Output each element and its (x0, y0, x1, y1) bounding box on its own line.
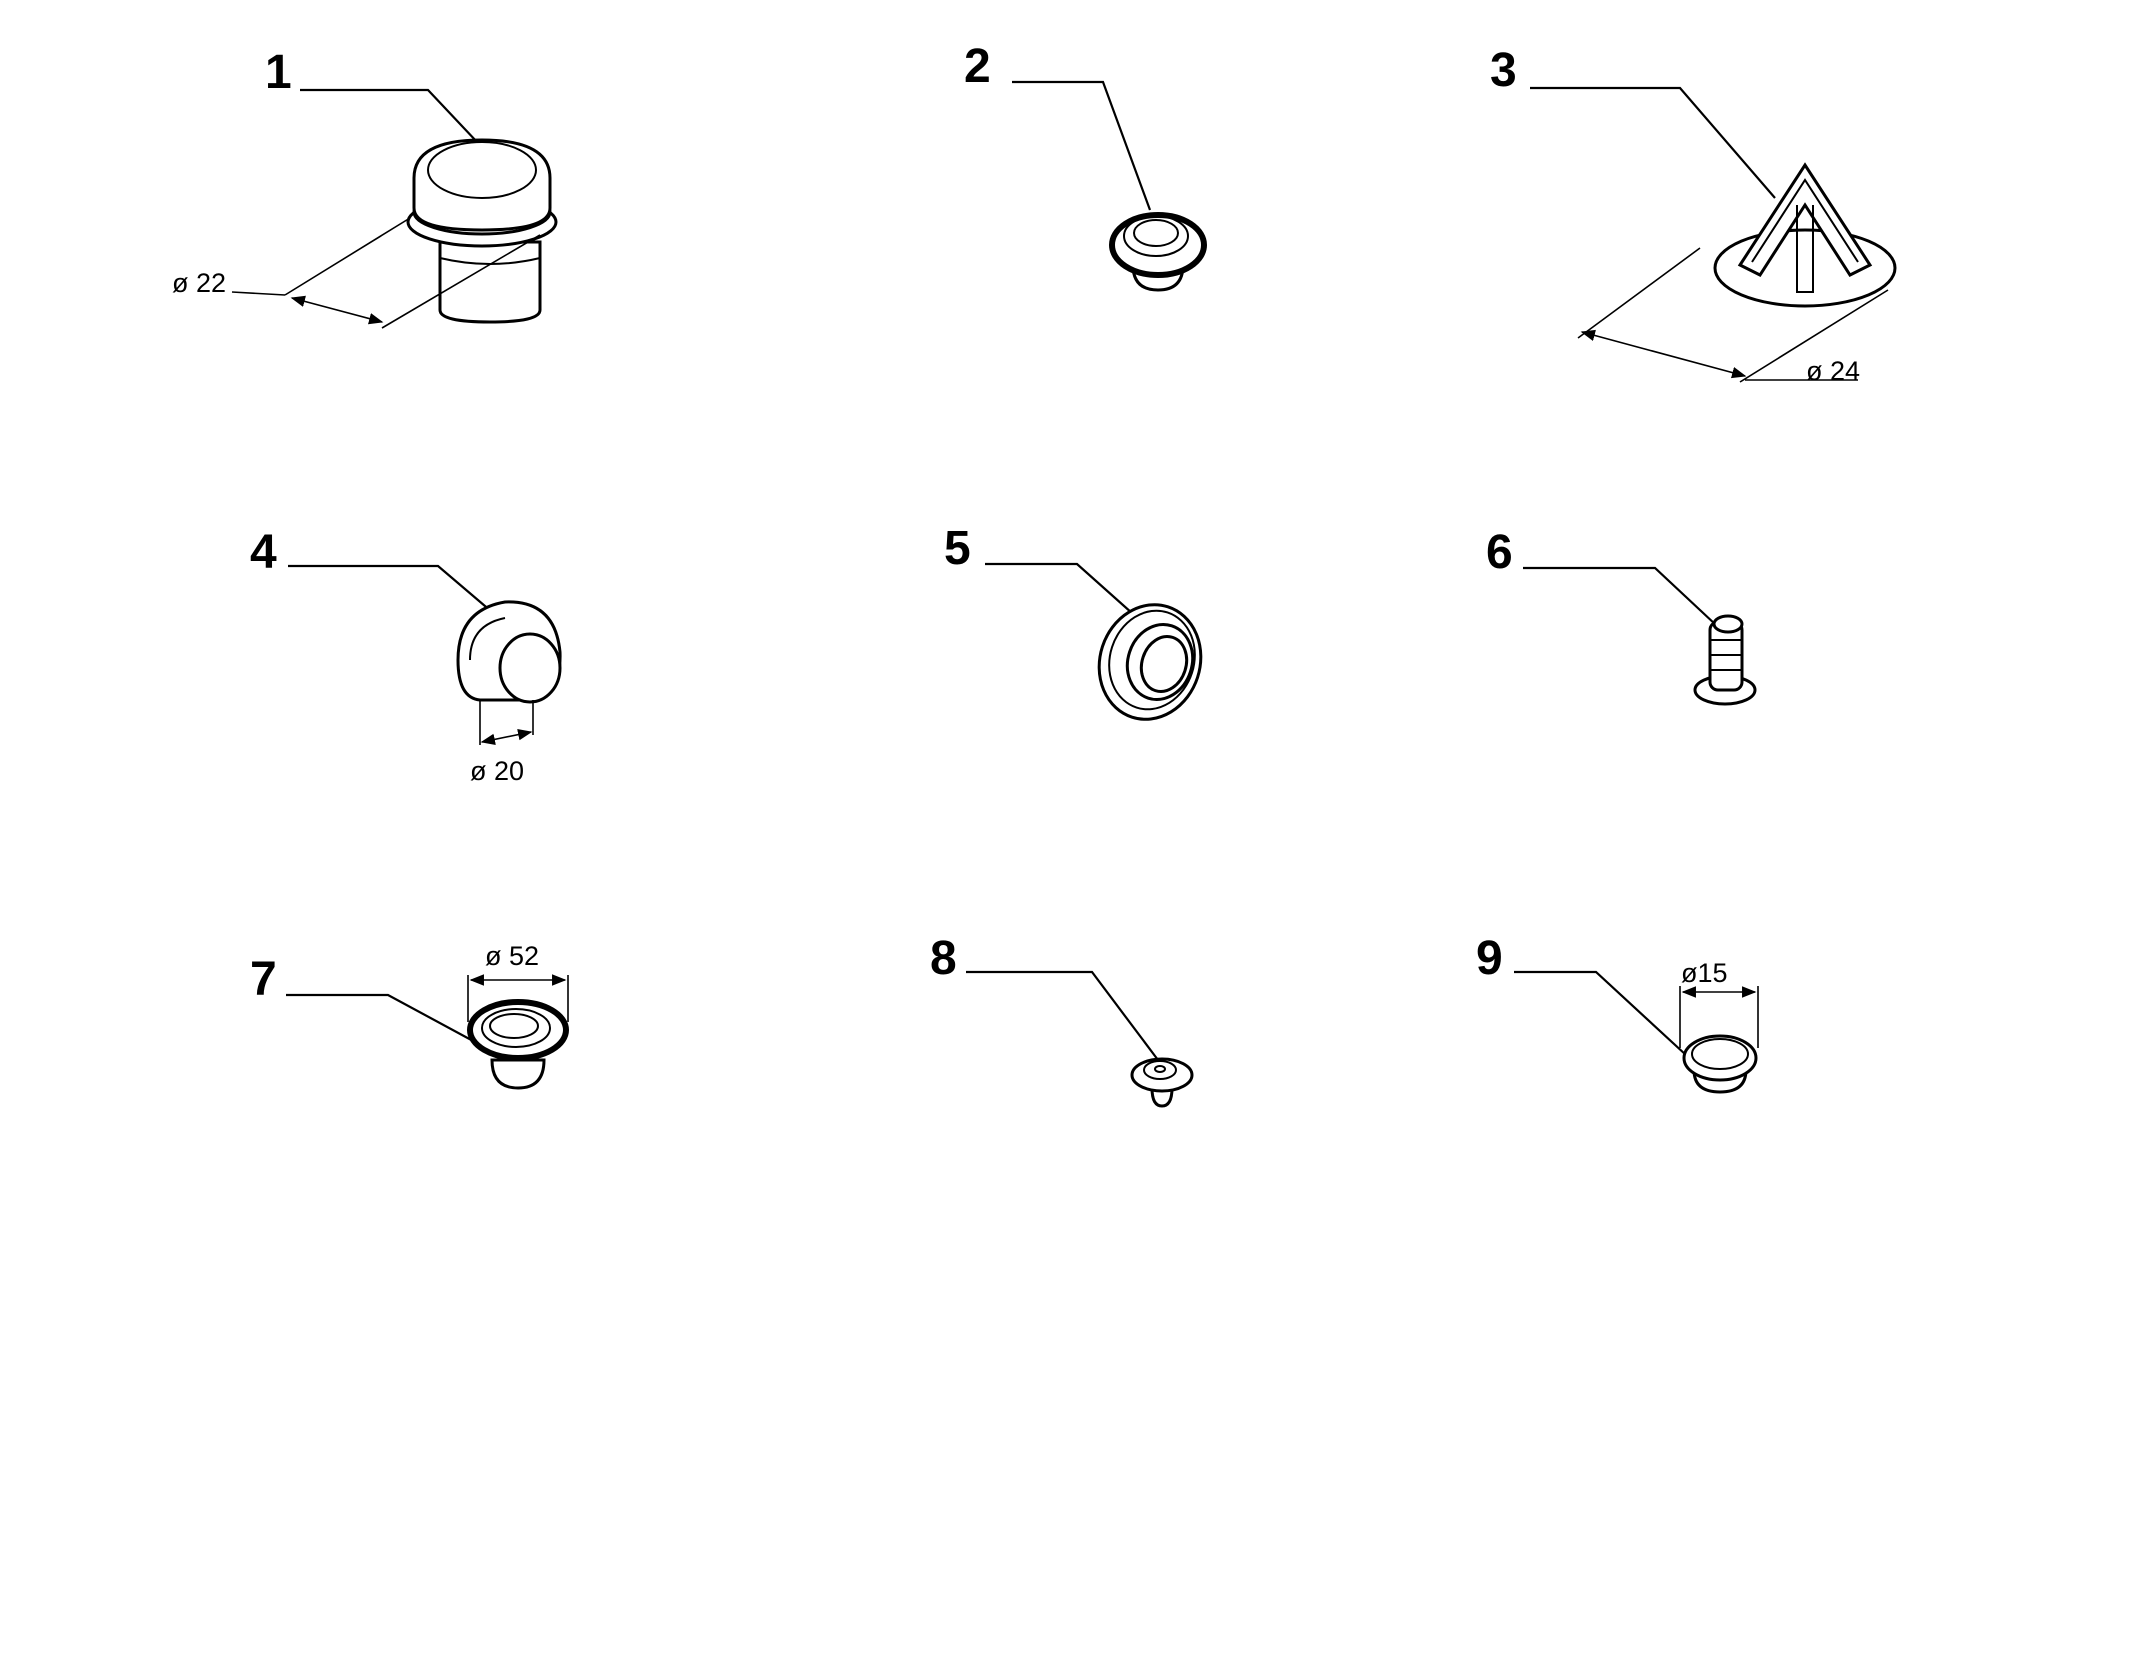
part-3-extension-line (1739, 289, 1889, 383)
part-7-leader (286, 993, 476, 1043)
part-7-drawing (467, 999, 569, 1090)
part-3-dimension-arrow (1580, 329, 1747, 379)
part-7-number: 7 (250, 953, 277, 1006)
part-9-number: 9 (1476, 932, 1503, 985)
part-6: 6 (1486, 526, 1757, 706)
part-8-leader (966, 970, 1159, 1061)
part-9-dimension: ø15 (1681, 958, 1728, 988)
part-1-drawing (406, 138, 558, 324)
part-4: 4 ø 20 (250, 526, 562, 786)
part-3-dimension: ø 24 (1806, 356, 1860, 386)
part-5-leader (985, 562, 1143, 623)
part-2-number: 2 (964, 40, 991, 93)
part-8: 8 (930, 932, 1194, 1108)
part-7-dimension: ø 52 (485, 941, 539, 971)
part-4-number: 4 (250, 526, 277, 579)
part-1-number: 1 (265, 46, 292, 99)
part-2-leader (1012, 80, 1152, 211)
part-5-drawing (1097, 603, 1203, 721)
part-4-leader (288, 564, 493, 613)
part-6-leader (1523, 566, 1717, 626)
part-3: 3 ø 24 (1490, 44, 1897, 386)
part-1-dimension: ø 22 (172, 268, 226, 298)
part-2: 2 (964, 40, 1207, 292)
part-9: 9 ø15 (1476, 932, 1759, 1094)
part-1-extension-line (381, 234, 541, 329)
part-7: 7 ø 52 (250, 941, 569, 1090)
part-1-dimension-arrow (290, 295, 384, 325)
part-5-number: 5 (944, 522, 971, 575)
part-4-drawing (456, 600, 562, 704)
part-3-number: 3 (1490, 44, 1517, 97)
part-9-drawing (1682, 1034, 1758, 1094)
part-8-drawing (1130, 1057, 1194, 1108)
part-6-drawing (1693, 614, 1757, 706)
part-1: 1 ø 22 (172, 46, 558, 329)
part-3-leader (1530, 86, 1776, 199)
part-4-dimension: ø 20 (470, 756, 524, 786)
part-6-number: 6 (1486, 526, 1513, 579)
part-3-extension-line (1577, 247, 1701, 339)
part-1-extension-line (284, 217, 411, 296)
part-9-leader (1514, 970, 1687, 1056)
part-5: 5 (944, 522, 1203, 721)
part-2-drawing (1109, 212, 1207, 292)
part-4-dimension-arrow (480, 728, 533, 746)
part-8-number: 8 (930, 932, 957, 985)
part-3-drawing (1713, 162, 1897, 308)
part-1-leader (300, 88, 479, 144)
